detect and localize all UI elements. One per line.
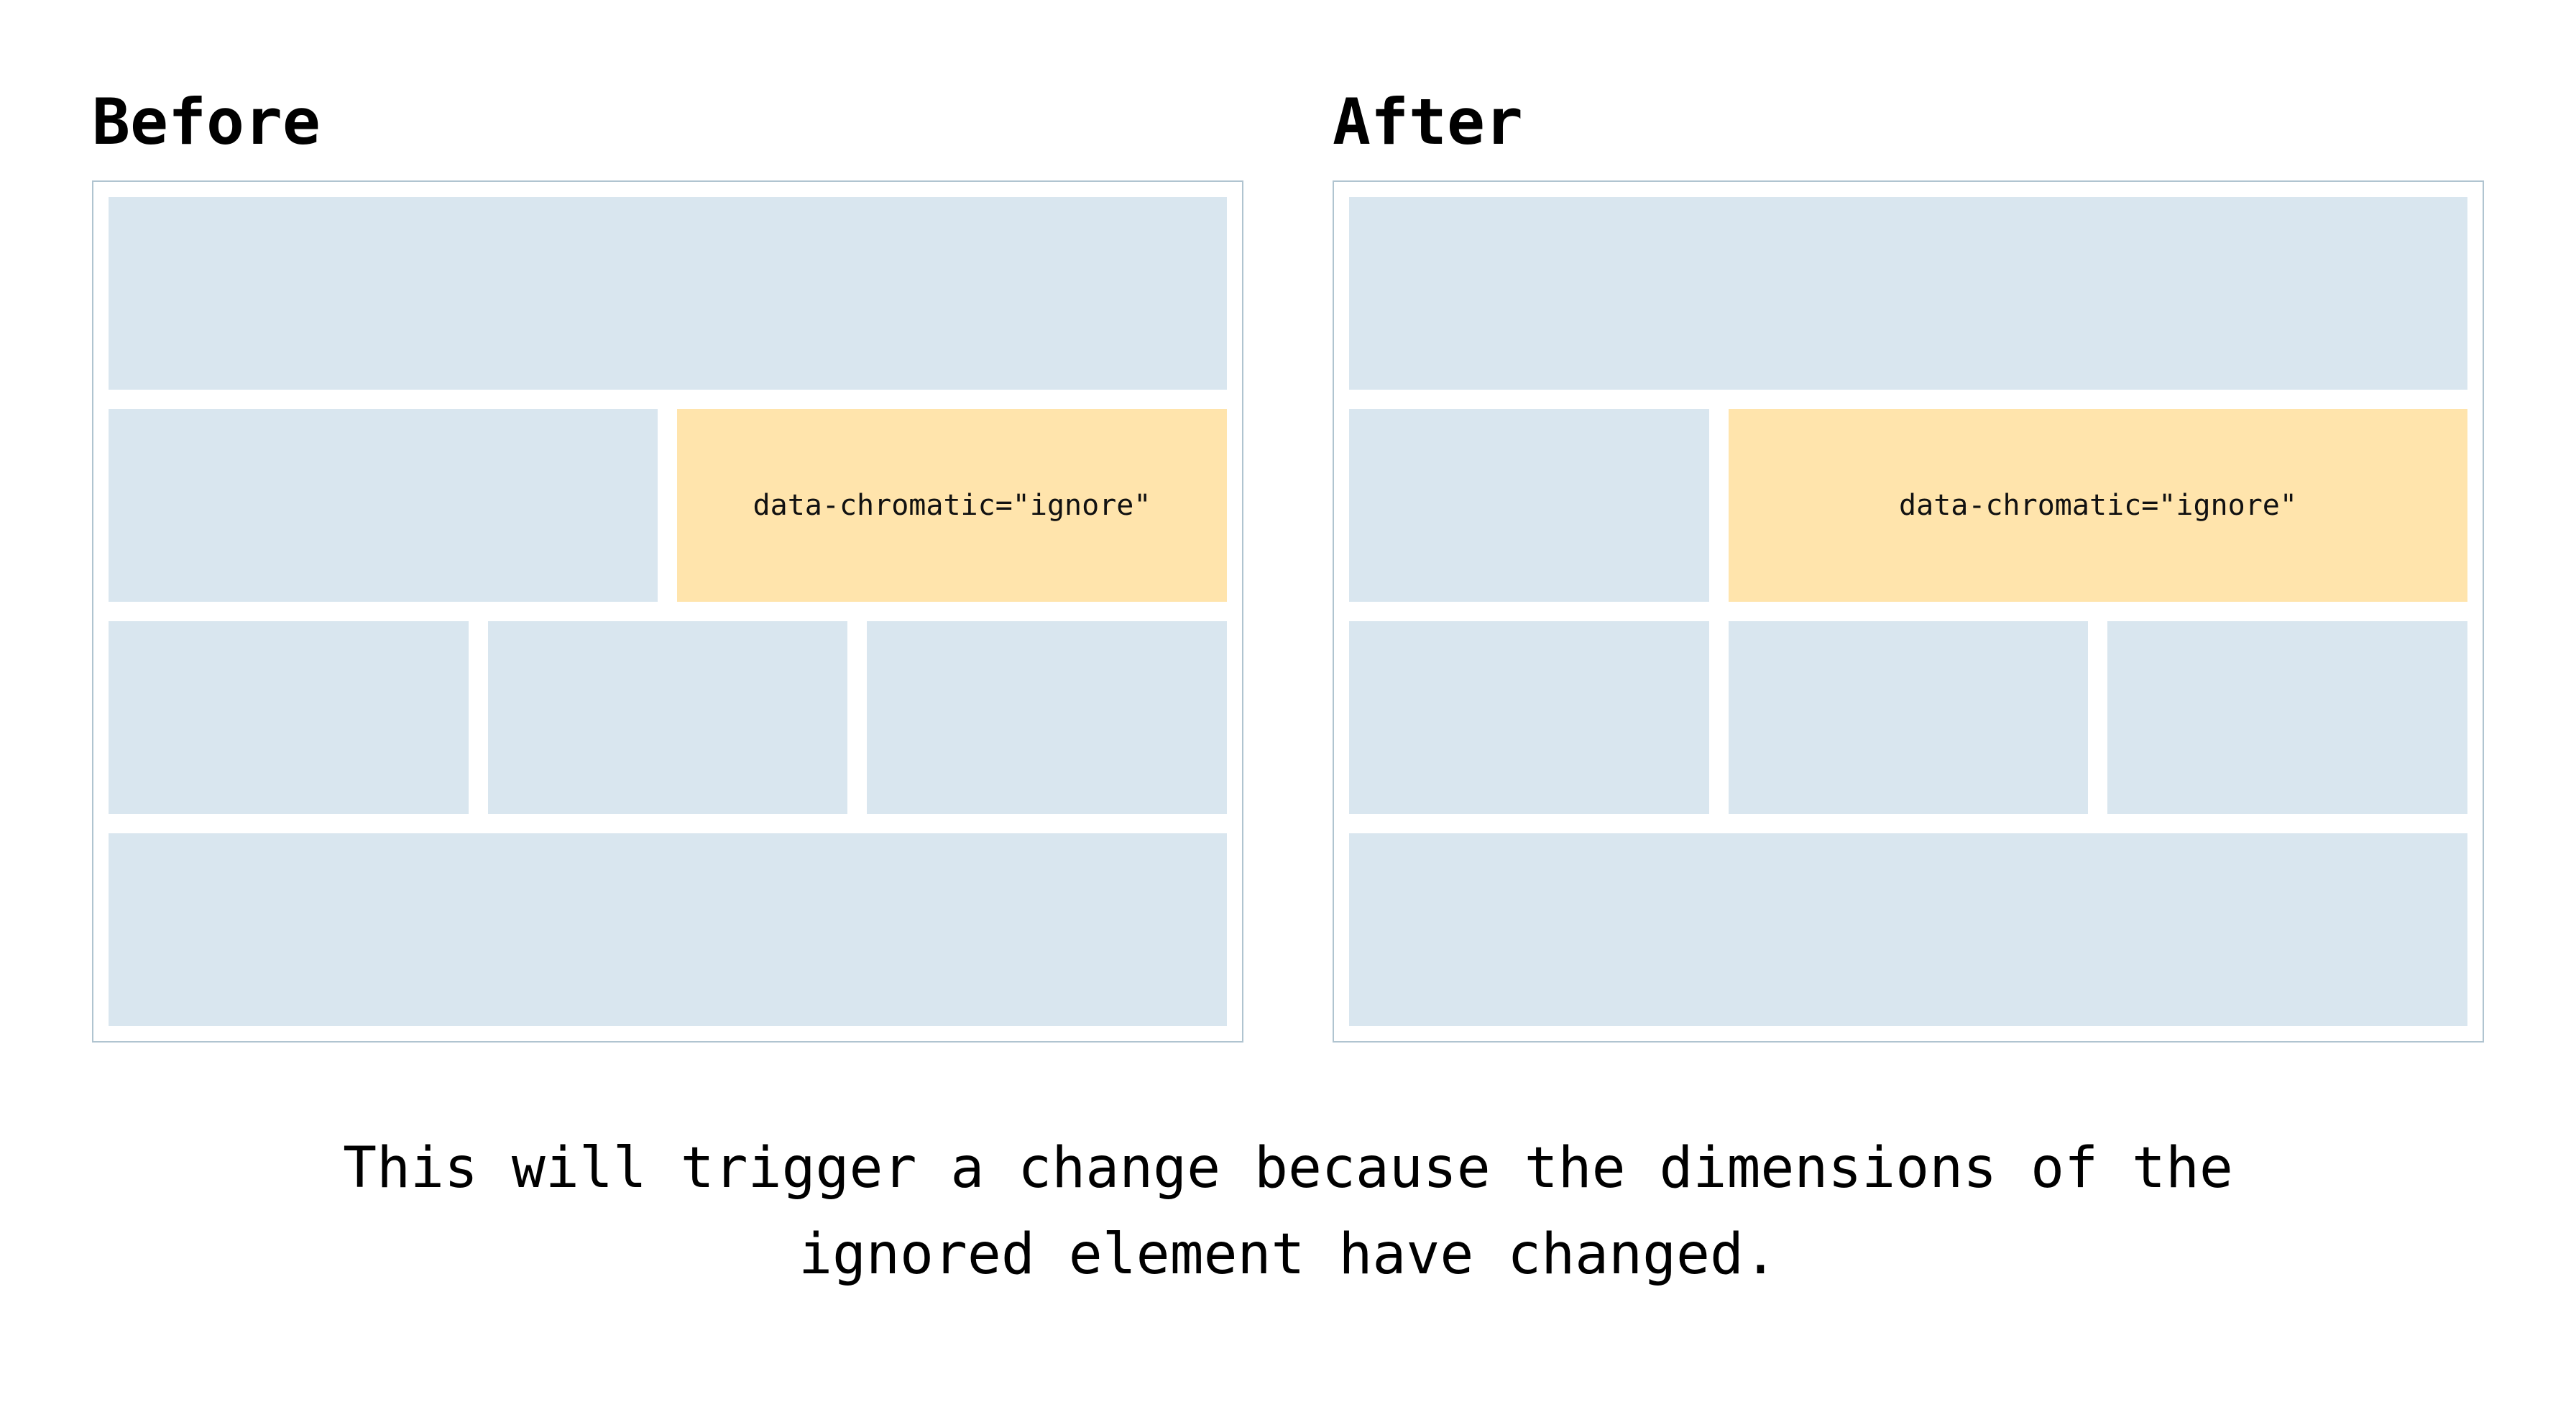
mock-header-block [1349,197,2467,390]
ignored-element-label: data-chromatic="ignore" [753,489,1151,522]
mock-footer-block [1349,833,2467,1026]
ignored-element-block: data-chromatic="ignore" [677,409,1227,602]
mock-footer-block [109,833,1227,1026]
caption-line-1: This will trigger a change because the d… [343,1136,2233,1201]
after-title: After [1333,85,1523,159]
caption-line-2: ignored element have changed. [799,1222,1777,1287]
before-ignored-row: data-chromatic="ignore" [109,409,1227,602]
mock-card-block-3 [2107,621,2468,814]
caption: This will trigger a change because the d… [0,1125,2576,1298]
before-cards-row [109,621,1228,814]
before-page-mockup: data-chromatic="ignore" [92,180,1243,1043]
before-after-panels: Before data-chromatic="ignore" [0,90,2576,1043]
after-panel: After data-chromatic="ignore" [1333,90,2484,1043]
after-footer-row [1349,833,2467,1026]
ignored-element-label: data-chromatic="ignore" [1899,489,2297,522]
mock-card-block-2 [487,621,848,814]
mock-card-block-2 [1728,621,2089,814]
mock-content-block [1349,409,1709,602]
mock-header-block [109,197,1227,390]
after-ignored-row: data-chromatic="ignore" [1349,409,2467,602]
after-page-mockup: data-chromatic="ignore" [1333,180,2484,1043]
before-footer-row [109,833,1227,1026]
ignored-element-block: data-chromatic="ignore" [1729,409,2467,602]
before-header-row [109,197,1227,390]
mock-card-block-1 [1349,621,1709,814]
before-title: Before [92,85,321,159]
before-panel: Before data-chromatic="ignore" [92,90,1243,1043]
mock-content-block [109,409,658,602]
after-cards-row [1349,621,2468,814]
mock-card-block-1 [109,621,469,814]
mock-card-block-3 [867,621,1228,814]
after-header-row [1349,197,2467,390]
